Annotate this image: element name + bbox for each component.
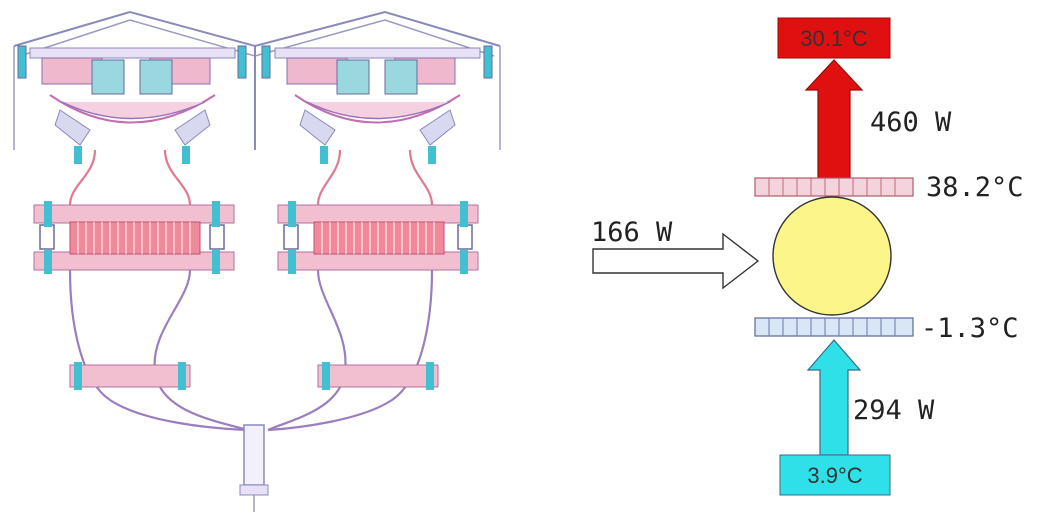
heat-out-power-label: 460 W — [870, 107, 952, 138]
hot-plate — [754, 177, 914, 197]
cooler-schematic-icon — [13, 10, 501, 512]
bottom-temperature-label: 3.9°C — [807, 463, 862, 488]
top-temperature-label: 30.1°C — [800, 26, 868, 51]
cooling-arrow — [806, 339, 862, 456]
top-temperature-box — [777, 17, 891, 59]
heat-in-power-label: 166 W — [591, 217, 673, 248]
cooling-power-label: 294 W — [853, 395, 935, 426]
bottom-temperature-box — [779, 454, 891, 496]
sample-sphere — [772, 196, 892, 316]
heat-in-arrow — [592, 232, 760, 290]
cold-plate — [754, 317, 914, 337]
cold-plate-temperature-label: -1.3°C — [921, 313, 1019, 344]
hot-plate-temperature-label: 38.2°C — [926, 172, 1024, 203]
heat-out-arrow — [804, 59, 864, 179]
